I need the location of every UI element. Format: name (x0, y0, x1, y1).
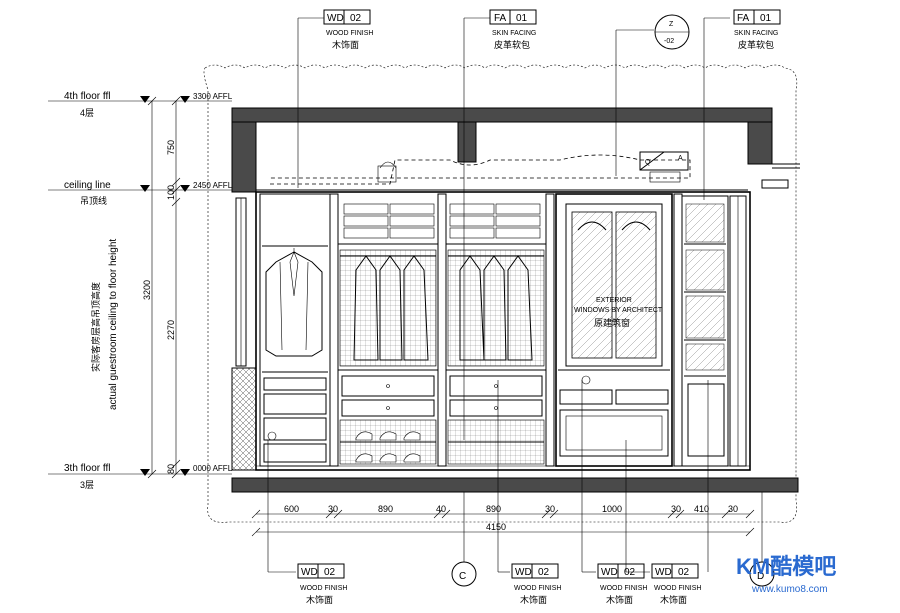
dim-h-6: 1000 (602, 504, 622, 514)
coat-shape (265, 251, 323, 357)
left-wall-block (231, 121, 257, 193)
svg-text:02: 02 (538, 567, 550, 578)
watermark-brand: KM酷模吧 (736, 554, 836, 579)
level-ceiling-elev: 2450 AFFL (193, 181, 233, 190)
exterior-note-line1: EXTERIOR (596, 297, 632, 304)
dim-h-9: 30 (728, 504, 738, 514)
svg-text:WD: WD (655, 567, 672, 578)
dim-h-4: 890 (486, 504, 501, 514)
svg-text:WOOD FINISH: WOOD FINISH (326, 30, 373, 37)
height-note-en: actual guestroom ceiling to floor height (108, 239, 119, 410)
height-note-cn: 实际客房层高吊顶高度 (90, 282, 101, 372)
dim-total: 4150 (486, 522, 506, 532)
svg-text:SKIN FACING: SKIN FACING (734, 30, 778, 37)
beam-drop (457, 121, 477, 163)
tag-bottom-4: WD 02 WOOD FINISH 木饰面 (651, 563, 701, 605)
left-pillar-hatch (231, 367, 257, 471)
dim-h-2: 890 (378, 504, 393, 514)
dim-h-0: 600 (284, 504, 299, 514)
svg-text:02: 02 (324, 567, 336, 578)
revision-cloud (203, 64, 798, 523)
dim-h-8: 410 (694, 504, 709, 514)
dim-h-7: 30 (671, 504, 681, 514)
svg-text:WOOD FINISH: WOOD FINISH (300, 585, 347, 592)
svg-text:皮革软包: 皮革软包 (494, 39, 530, 50)
section-marker: Z -02 (654, 14, 690, 50)
dim-h-1: 30 (328, 504, 338, 514)
level-third-label: 3th floor ffl (64, 463, 111, 474)
hanging-garments-bay2 (353, 255, 429, 361)
dim-ticks (251, 509, 755, 537)
grid-bubble-c (451, 561, 477, 587)
tag-bottom-3: WD 02 WOOD FINISH 木饰面 (597, 563, 647, 605)
dim-right-80: 80 (166, 464, 176, 474)
svg-text:木饰面: 木饰面 (660, 594, 687, 605)
svg-text:02: 02 (678, 567, 690, 578)
svg-text:SKIN FACING: SKIN FACING (492, 30, 536, 37)
tag-top-wd: WD 02 WOOD FINISH 木饰面 (323, 9, 373, 50)
svg-text:木饰面: 木饰面 (332, 39, 359, 50)
svg-text:FA: FA (737, 13, 750, 24)
level-4th-label: 4th floor ffl (64, 91, 111, 102)
svg-text:02: 02 (350, 13, 362, 24)
svg-text:木饰面: 木饰面 (306, 594, 333, 605)
level-third-elev: 0000 AFFL (193, 464, 233, 473)
svg-text:WOOD FINISH: WOOD FINISH (600, 585, 647, 592)
svg-text:01: 01 (516, 13, 528, 24)
callout-box-right-letter: A (678, 155, 683, 162)
exterior-note-cn: 原建筑窗 (594, 317, 630, 328)
ceiling-slab (231, 107, 773, 123)
svg-text:01: 01 (760, 13, 772, 24)
svg-text:WD: WD (515, 567, 532, 578)
watermark-url: www.kumo8.com (751, 584, 828, 595)
level-ceiling-cn: 吊顶线 (80, 195, 107, 206)
svg-text:木饰面: 木饰面 (606, 594, 633, 605)
svg-text:02: 02 (624, 567, 636, 578)
exterior-note-line2: WINDOWS BY ARCHITECT (574, 307, 663, 314)
grid-bubble-d-label: D (757, 571, 764, 582)
level-4th-elev: 3300 AFFL (193, 92, 233, 101)
tag-bottom-2: WD 02 WOOD FINISH 木饰面 (511, 563, 561, 605)
level-ceiling-label: ceiling line (64, 180, 111, 191)
floor-slab (231, 477, 799, 493)
dim-left-total: 3200 (142, 280, 152, 300)
svg-text:WD: WD (327, 13, 344, 24)
tag-bottom-1: WD 02 WOOD FINISH 木饰面 (297, 563, 347, 605)
dim-h-5: 30 (545, 504, 555, 514)
right-wall-block (747, 121, 773, 165)
grid-bubble-d (749, 561, 775, 587)
dim-right-100: 100 (166, 185, 176, 200)
tag-top-fa-left: FA 01 SKIN FACING 皮革软包 (489, 9, 537, 50)
svg-text:WOOD FINISH: WOOD FINISH (654, 585, 701, 592)
shoes (355, 431, 421, 463)
ac-duct (270, 154, 691, 185)
svg-text:WD: WD (301, 567, 318, 578)
svg-text:WOOD FINISH: WOOD FINISH (514, 585, 561, 592)
tag-top-fa-right: FA 01 SKIN FACING 皮革软包 (733, 9, 781, 50)
grid-bubble-c-label: C (459, 571, 466, 582)
svg-text:木饰面: 木饰面 (520, 594, 547, 605)
svg-text:WD: WD (601, 567, 618, 578)
dim-right-750: 750 (166, 140, 176, 155)
callout-box-left-letter: Q (645, 159, 651, 166)
shelf-folded-items-bay3 (449, 203, 541, 239)
svg-text:Z: Z (669, 21, 674, 28)
dim-right-2270: 2270 (166, 320, 176, 340)
hanging-garments-bay3 (459, 255, 533, 361)
svg-text:FA: FA (494, 13, 507, 24)
svg-text:皮革软包: 皮革软包 (738, 39, 774, 50)
level-third-cn: 3层 (80, 480, 94, 490)
dim-h-3: 40 (436, 504, 446, 514)
svg-text:-02: -02 (664, 38, 674, 45)
shelf-folded-items-bay2 (343, 203, 435, 239)
level-4th-cn: 4层 (80, 108, 94, 118)
